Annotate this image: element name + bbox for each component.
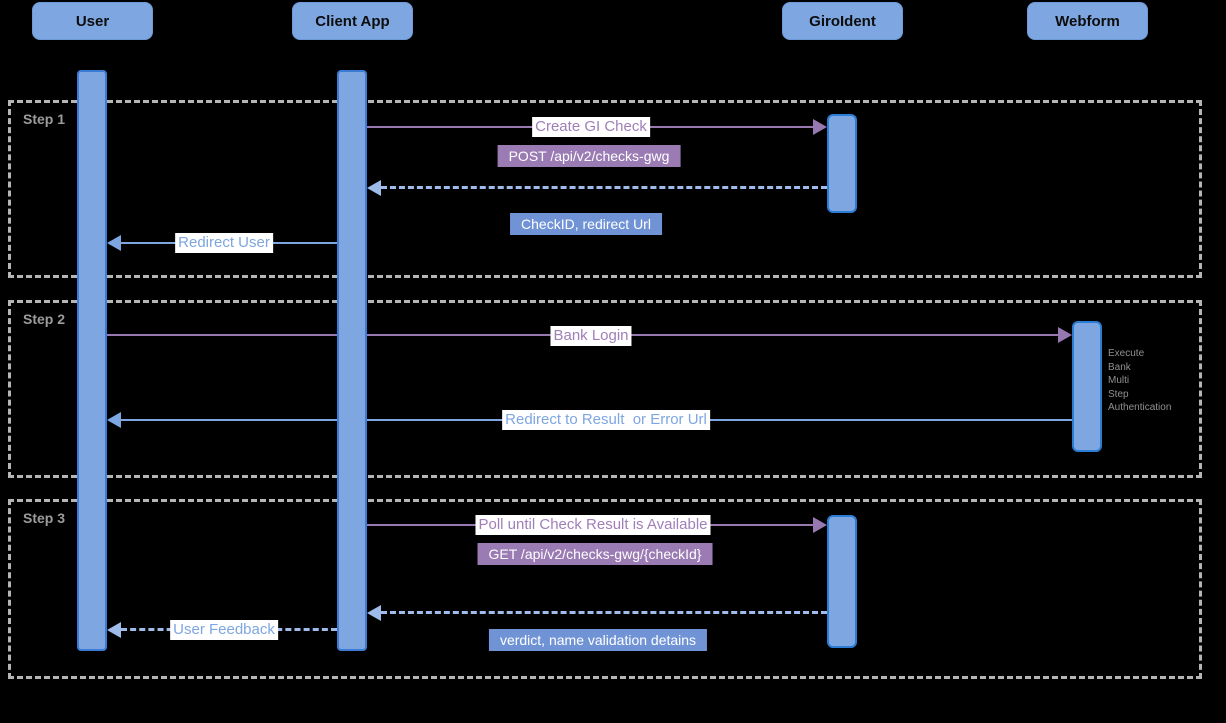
arrow-left-icon bbox=[367, 605, 381, 621]
arrow-right-icon bbox=[813, 517, 827, 533]
redirect-user-label: Redirect User bbox=[175, 233, 273, 253]
verdict-return-line bbox=[381, 611, 827, 614]
poll-check-label: Poll until Check Result is Available bbox=[475, 515, 711, 535]
actor-user: User bbox=[32, 2, 153, 40]
step2-label: Step 2 bbox=[23, 311, 66, 327]
step2-frame: Step 2 bbox=[8, 300, 1202, 478]
arrow-right-icon bbox=[813, 119, 827, 135]
step3-frame: Step 3 bbox=[8, 499, 1202, 679]
post-endpoint-badge: POST /api/v2/checks-gwg bbox=[497, 145, 681, 167]
note-line: Bank bbox=[1108, 361, 1131, 373]
arrow-left-icon bbox=[367, 180, 381, 196]
step1-frame: Step 1 bbox=[8, 100, 1202, 278]
activation-giroident-step3 bbox=[827, 515, 857, 648]
step1-label: Step 1 bbox=[23, 111, 66, 127]
note-line: Multi bbox=[1108, 375, 1130, 386]
activation-webform-step2 bbox=[1072, 321, 1102, 452]
activation-giroident-step1 bbox=[827, 114, 857, 213]
step3-label: Step 3 bbox=[23, 510, 66, 526]
verdict-badge: verdict, name validation detains bbox=[488, 629, 708, 651]
actor-webform: Webform bbox=[1027, 2, 1148, 40]
arrow-left-icon bbox=[107, 412, 121, 428]
bank-login-label: Bank Login bbox=[550, 326, 632, 346]
user-feedback-label: User Feedback bbox=[170, 620, 278, 640]
arrow-left-icon bbox=[107, 622, 121, 638]
note-line: Execute bbox=[1108, 348, 1145, 359]
create-gi-check-label: Create GI Check bbox=[532, 117, 650, 137]
note-line: Step bbox=[1108, 388, 1129, 400]
lifeline-client-app bbox=[337, 70, 367, 651]
webform-auth-note: Execute Bank Multi Step Authentication bbox=[1108, 347, 1171, 415]
get-endpoint-badge: GET /api/v2/checks-gwg/{checkId} bbox=[477, 543, 713, 565]
redirect-result-label: Redirect to Result or Error Url bbox=[502, 410, 710, 430]
lifeline-user bbox=[77, 70, 107, 651]
checkid-return-line bbox=[381, 186, 827, 189]
checkid-redirect-badge: CheckID, redirect Url bbox=[510, 213, 662, 235]
actor-client-app: Client App bbox=[292, 2, 413, 40]
arrow-right-icon bbox=[1058, 327, 1072, 343]
arrow-left-icon bbox=[107, 235, 121, 251]
actor-giroident: GiroIdent bbox=[782, 2, 903, 40]
note-line: Authentication bbox=[1108, 402, 1172, 413]
